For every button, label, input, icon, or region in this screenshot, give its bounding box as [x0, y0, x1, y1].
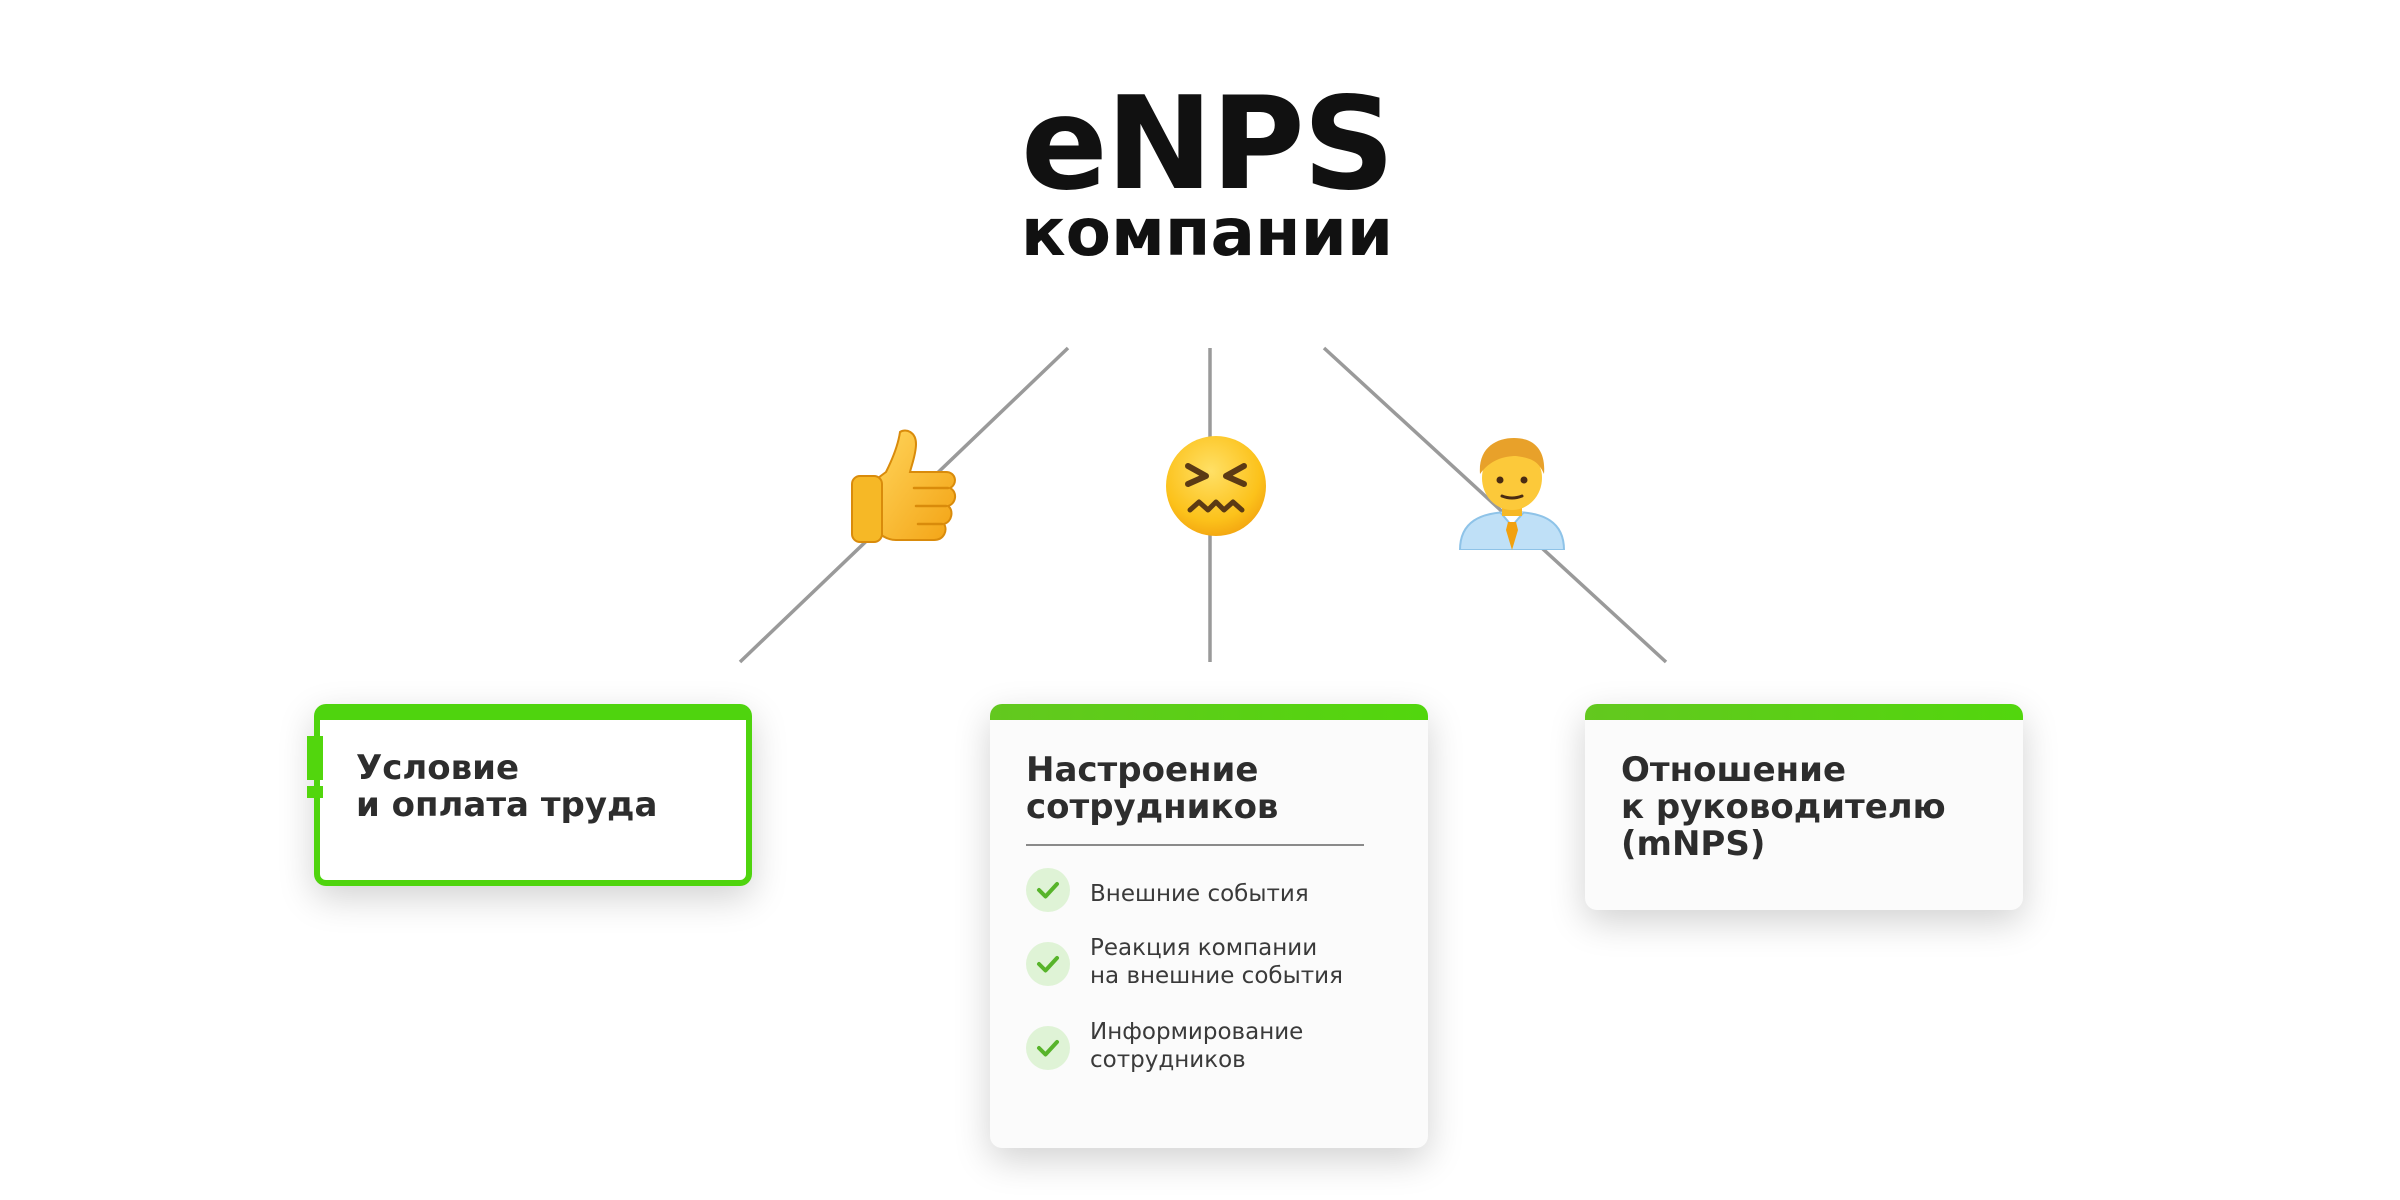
check-icon: [1026, 868, 1070, 912]
check-icon: [1026, 942, 1070, 986]
list-item-label: Внешние события: [1090, 881, 1309, 907]
card-topbar: [990, 704, 1428, 720]
office-worker-icon: [1458, 438, 1566, 550]
confounded-face-icon: [1166, 436, 1266, 536]
card-divider: [1026, 844, 1364, 846]
card-title-working-conditions: Условие и оплата труда: [356, 748, 658, 825]
exclamation-marker-icon: [307, 736, 323, 798]
connector-right: [1322, 346, 1668, 664]
list-item-label: Информирование сотрудников: [1090, 1019, 1304, 1073]
list-item-label: Реакция компании на внешние события: [1090, 935, 1343, 989]
card-working-conditions: Условие и оплата труда: [314, 704, 752, 886]
card-manager-relationship: Отношение к руководителю (mNPS): [1585, 704, 2023, 910]
check-icon: [1026, 1026, 1070, 1070]
card-topbar: [1585, 704, 2023, 720]
page-title: eNPS: [1021, 70, 1395, 219]
page-subtitle: компании: [1020, 194, 1394, 271]
card-employee-mood: Настроение сотрудников Внешние события Р…: [990, 704, 1428, 1148]
title-block: eNPS компании: [0, 80, 2400, 268]
card-title-manager-relationship: Отношение к руководителю (mNPS): [1621, 750, 1946, 864]
card-title-employee-mood: Настроение сотрудников: [1026, 750, 1279, 827]
thumbs-up-icon: [851, 429, 956, 543]
